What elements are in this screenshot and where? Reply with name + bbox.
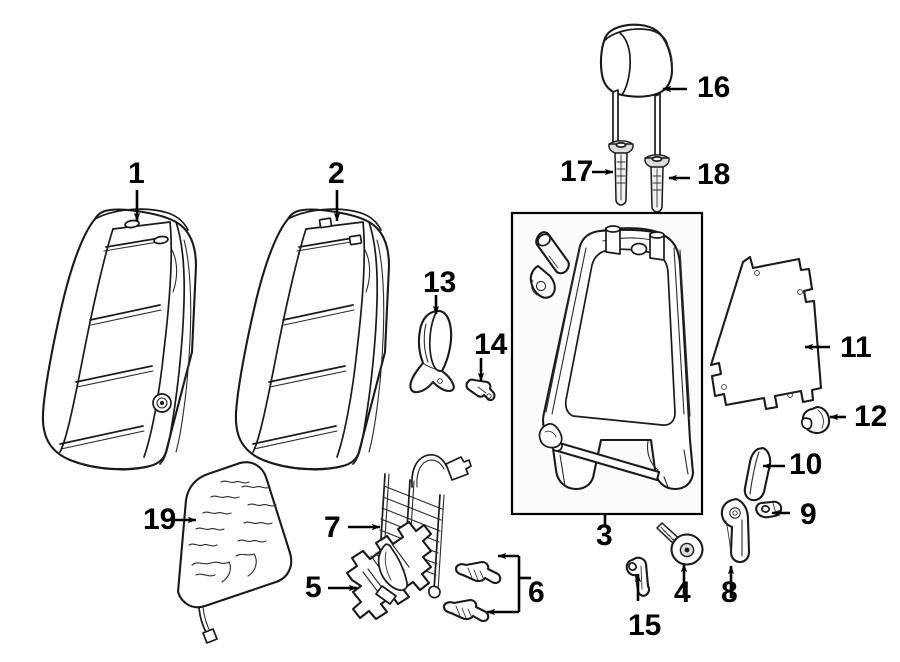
- callout-13[interactable]: 13: [423, 266, 457, 299]
- callout-1[interactable]: 1: [128, 157, 145, 190]
- part-seat-back-cushion-cover-left: [41, 208, 198, 471]
- part-wire-harness-connector: [442, 560, 502, 623]
- part-panel-grommet: [800, 405, 831, 435]
- part-head-restraint: [599, 23, 674, 161]
- callout-17[interactable]: 17: [560, 155, 594, 188]
- callout-2[interactable]: 2: [328, 157, 345, 190]
- part-retaining-clip: [755, 500, 783, 519]
- callout-4[interactable]: 4: [674, 576, 691, 609]
- recliner-motor: [529, 231, 570, 299]
- part-headrest-guide-hook: [409, 309, 455, 394]
- part-locking-pin: [465, 378, 496, 402]
- part-recliner-handle-lever: [720, 497, 751, 564]
- callout-8[interactable]: 8: [721, 576, 738, 609]
- callout-6[interactable]: 6: [528, 576, 545, 609]
- callout-14[interactable]: 14: [474, 328, 508, 361]
- part-trim-pad-insert: [743, 446, 772, 502]
- part-seat-back-frame-assembly: [510, 211, 704, 516]
- part-lumbar-support-bracket: [345, 520, 433, 621]
- callout-leaders: [133, 85, 846, 616]
- part-mounting-bolt-short: [644, 154, 670, 213]
- callout-3[interactable]: 3: [596, 519, 613, 552]
- callout-11[interactable]: 11: [840, 331, 872, 364]
- callout-12[interactable]: 12: [854, 400, 888, 433]
- part-shoulder-bolt: [656, 522, 704, 566]
- callout-9[interactable]: 9: [800, 498, 817, 531]
- part-seat-back-panel: [709, 255, 823, 411]
- callout-10[interactable]: 10: [789, 448, 823, 481]
- callout-18[interactable]: 18: [697, 158, 731, 191]
- part-seat-heating-element: [176, 461, 293, 644]
- part-seat-back-cushion-cover-right: [234, 208, 391, 471]
- part-mounting-bolt-long: [608, 140, 634, 206]
- callout-15[interactable]: 15: [628, 609, 662, 642]
- callout-5[interactable]: 5: [305, 571, 322, 604]
- callout-19[interactable]: 19: [143, 503, 177, 536]
- callout-16[interactable]: 16: [697, 71, 731, 104]
- callout-7[interactable]: 7: [324, 511, 341, 544]
